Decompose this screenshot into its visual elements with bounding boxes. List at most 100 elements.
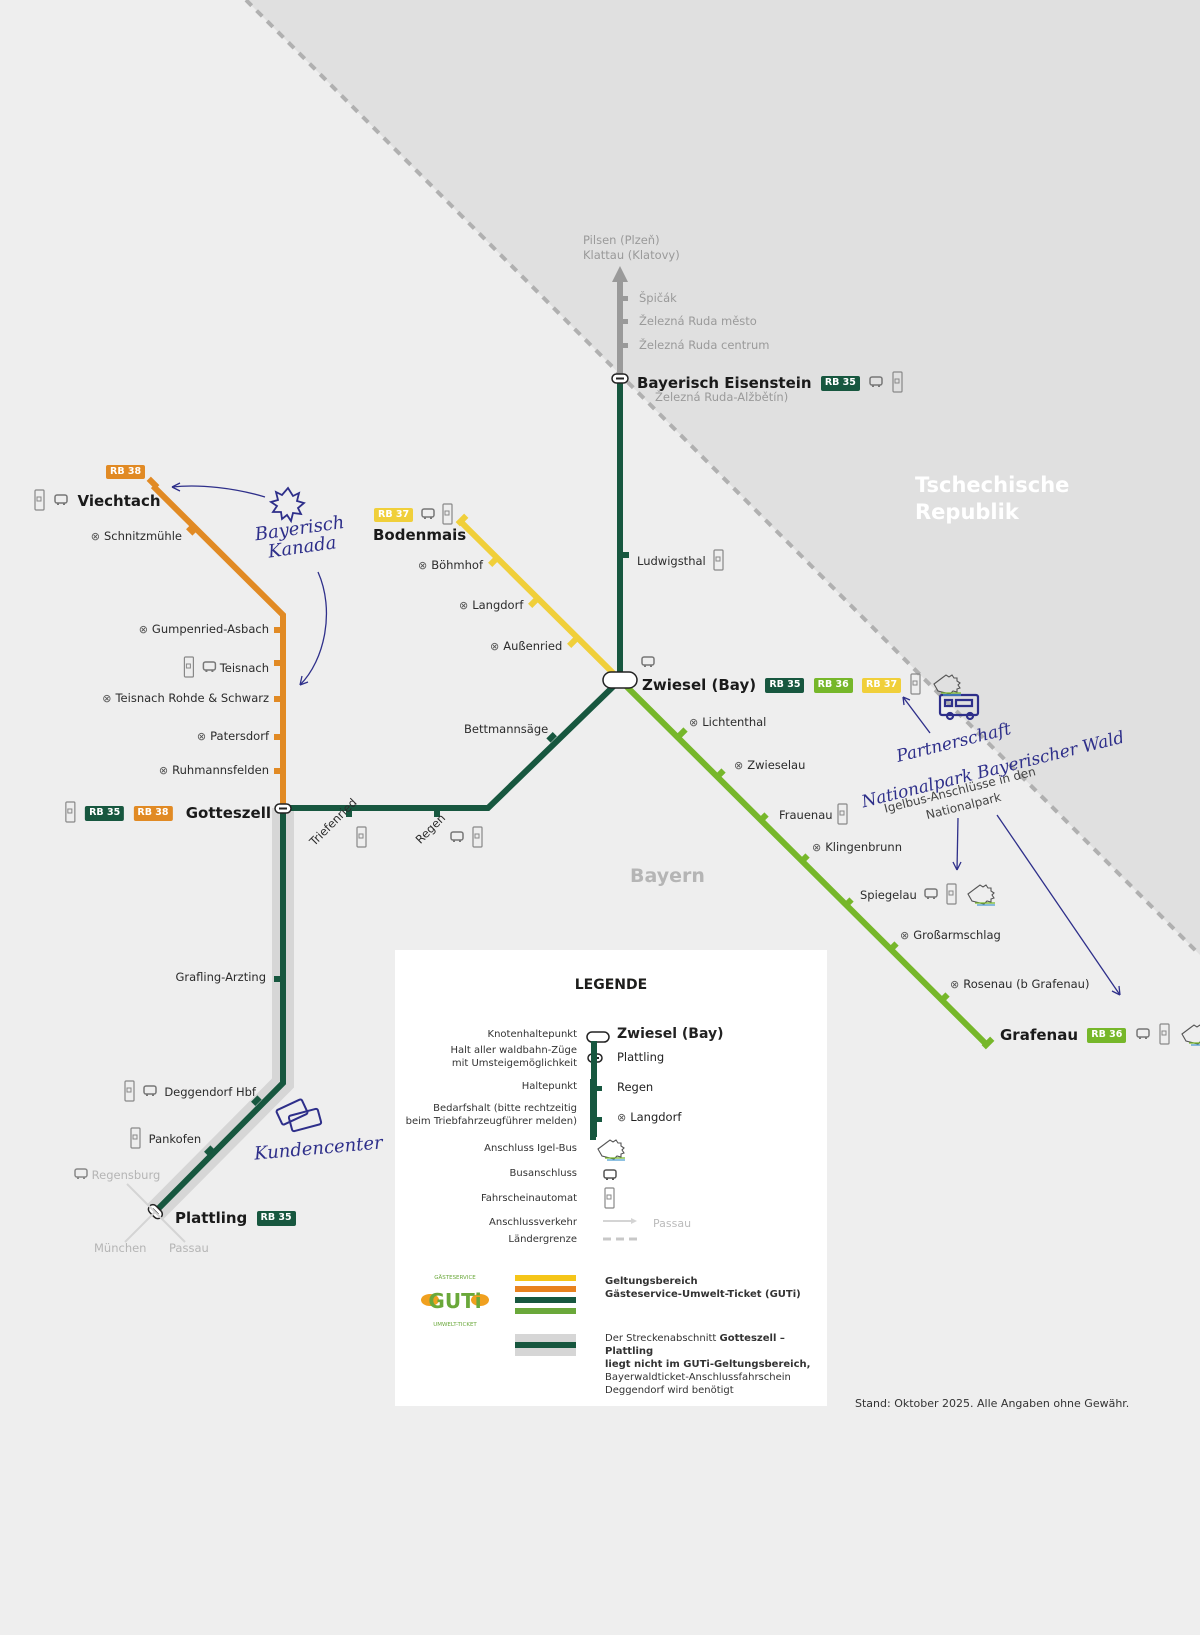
station-plattling[interactable]: Plattling RB 35: [175, 1211, 296, 1226]
regen-icons: [446, 826, 483, 851]
station-name: Ruhmannsfelden: [172, 763, 269, 777]
station-teisnach[interactable]: Teisnach: [179, 656, 269, 681]
station-zwiesel[interactable]: Zwiesel (Bay) RB 35 RB 36 RB 37: [642, 672, 963, 699]
legend-bus-icon: [603, 1166, 617, 1185]
destination-passau: Passau: [169, 1241, 209, 1255]
bus-icon: [74, 1168, 88, 1183]
legend-haltepunkt-label: Haltepunkt: [521, 1081, 577, 1092]
bus-icon: [202, 661, 216, 676]
bus-icon: [1135, 1028, 1150, 1043]
zwiesel-bus-icon: [641, 656, 655, 671]
legend-panel: LEGENDE Knotenhaltepunkt Zwiesel (Bay) H…: [395, 950, 827, 1406]
destination-muenchen: München: [94, 1241, 147, 1255]
badge-rb36: RB 36: [1087, 1028, 1127, 1043]
ticket-machine-icon: [1159, 1023, 1170, 1048]
triefenried-ticket-machine-icon: [356, 826, 367, 851]
station-name: Langdorf: [472, 598, 524, 612]
legend-border-sample: [603, 1237, 639, 1241]
request-stop-icon: ⊗: [196, 730, 207, 743]
rb35-stop-ticks: [204, 552, 629, 1156]
station-gumpenried[interactable]: ⊗Gumpenried-Asbach: [139, 622, 269, 636]
legend-grenze-label: Ländergrenze: [508, 1234, 577, 1245]
station-name: Patersdorf: [210, 729, 269, 743]
legend-line-stem: [591, 1041, 597, 1137]
igelbus-hedgehog-icon: [965, 882, 997, 909]
station-gotteszell[interactable]: RB 35 RB 38 Gotteszell: [61, 801, 271, 826]
station-name: Viechtach: [77, 492, 161, 510]
station-deggendorf[interactable]: Deggendorf Hbf: [120, 1080, 256, 1105]
station-zelezna-ruda-centrum: Železná Ruda centrum: [639, 338, 770, 352]
station-aussenried[interactable]: ⊗Außenried: [490, 640, 562, 653]
tickets-icon: [275, 1098, 323, 1133]
station-spicak: Špičák: [639, 291, 677, 305]
request-stop-icon: ⊗: [950, 978, 960, 991]
station-teisnach-rohde[interactable]: ⊗Teisnach Rohde & Schwarz: [102, 691, 269, 705]
station-name: Gumpenried-Asbach: [151, 622, 269, 636]
bus-icon: [421, 508, 435, 523]
station-name: Gotteszell: [185, 804, 271, 822]
station-ludwigsthal[interactable]: Ludwigsthal: [637, 549, 724, 574]
legend-guti-title: Geltungsbereich Gästeservice-Umwelt-Tick…: [605, 1275, 801, 1301]
annotation-arrows: [171, 482, 1121, 996]
station-rosenau[interactable]: ⊗Rosenau (b Grafenau): [950, 977, 1090, 991]
request-stop-icon: ⊗: [617, 1111, 627, 1124]
bus-icon: [869, 376, 883, 391]
legend-text: Bayerwaldticket-Anschlussfahrschein: [605, 1372, 791, 1383]
request-stop-icon: ⊗: [459, 599, 469, 612]
czech-stop-ticks: [620, 296, 628, 348]
station-name: Klingenbrunn: [825, 840, 902, 854]
station-schnitzmuehle[interactable]: ⊗Schnitzmühle: [91, 529, 182, 543]
station-boehmhof[interactable]: ⊗Böhmhof: [418, 559, 483, 572]
bus-icon: [450, 831, 464, 846]
ticket-machine-icon: [183, 656, 195, 681]
station-bettmannsaege[interactable]: Bettmannsäge: [464, 722, 549, 736]
ticket-machine-icon: [946, 883, 957, 908]
station-bayerisch-eisenstein[interactable]: Bayerisch Eisenstein RB 35: [637, 371, 903, 396]
request-stop-icon: ⊗: [689, 716, 699, 729]
igelbus-hedgehog-icon: [1179, 1022, 1200, 1049]
badge-rb35: RB 35: [765, 678, 805, 693]
viechtach-badge: RB 38: [106, 465, 146, 480]
legend-bedarf-label: Bedarfshalt (bitte rechtzeitig beim Trie…: [406, 1103, 577, 1128]
guti-logo-top: GÄSTESERVICE: [434, 1274, 476, 1281]
station-name: Teisnach Rohde & Schwarz: [115, 691, 269, 705]
non-guti-sample: [515, 1334, 576, 1356]
rb36-stop-ticks: [677, 727, 995, 1050]
request-stop-icon: ⊗: [102, 692, 112, 705]
legend-text-bold: liegt nicht im GUTi-Geltungsbereich,: [605, 1359, 811, 1370]
legend-text-line: Halt aller waldbahn-Züge: [450, 1045, 577, 1056]
station-klingenbrunn[interactable]: ⊗Klingenbrunn: [812, 840, 902, 854]
legend-knoten-label: Knotenhaltepunkt: [487, 1029, 577, 1040]
ticket-machine-icon: [124, 1080, 135, 1105]
station-zwieselau[interactable]: ⊗Zwieselau: [734, 759, 805, 772]
request-stop-icon: ⊗: [812, 841, 822, 854]
legend-igelbus-label: Anschluss Igel-Bus: [484, 1143, 577, 1154]
station-lichtenthal[interactable]: ⊗Lichtenthal: [689, 716, 766, 729]
station-grafling-arzting[interactable]: Grafling-Arzting: [175, 970, 266, 984]
legend-haltepunkt-example: Regen: [617, 1080, 654, 1094]
line-rb37: [459, 520, 623, 683]
station-name: Schnitzmühle: [104, 529, 182, 543]
request-stop-icon: ⊗: [418, 559, 428, 572]
bus-icon: [142, 1085, 157, 1100]
arrow-to-pilsen: [612, 266, 628, 282]
station-spiegelau[interactable]: Spiegelau: [860, 882, 997, 909]
station-grossarmschlag[interactable]: ⊗Großarmschlag: [900, 929, 1001, 942]
line-rb35: [152, 380, 623, 1215]
station-langdorf[interactable]: ⊗Langdorf: [459, 598, 524, 612]
rb37-stop-ticks: [455, 513, 578, 648]
station-ruhmannsfelden[interactable]: ⊗Ruhmannsfelden: [159, 763, 269, 777]
station-grafenau[interactable]: Grafenau RB 36: [1000, 1022, 1200, 1049]
station-patersdorf[interactable]: ⊗Patersdorf: [196, 729, 269, 743]
station-name: Pankofen: [148, 1131, 202, 1146]
station-bodenmais[interactable]: Bodenmais: [373, 526, 467, 544]
badge-rb35: RB 35: [256, 1211, 296, 1226]
station-name: Rosenau (b Grafenau): [963, 977, 1090, 991]
station-frauenau[interactable]: Frauenau: [779, 803, 848, 828]
ticket-machine-icon: [836, 803, 848, 828]
node-zwiesel: [602, 671, 638, 689]
station-pankofen[interactable]: Pankofen: [126, 1127, 201, 1152]
station-viechtach[interactable]: Viechtach: [30, 489, 161, 514]
